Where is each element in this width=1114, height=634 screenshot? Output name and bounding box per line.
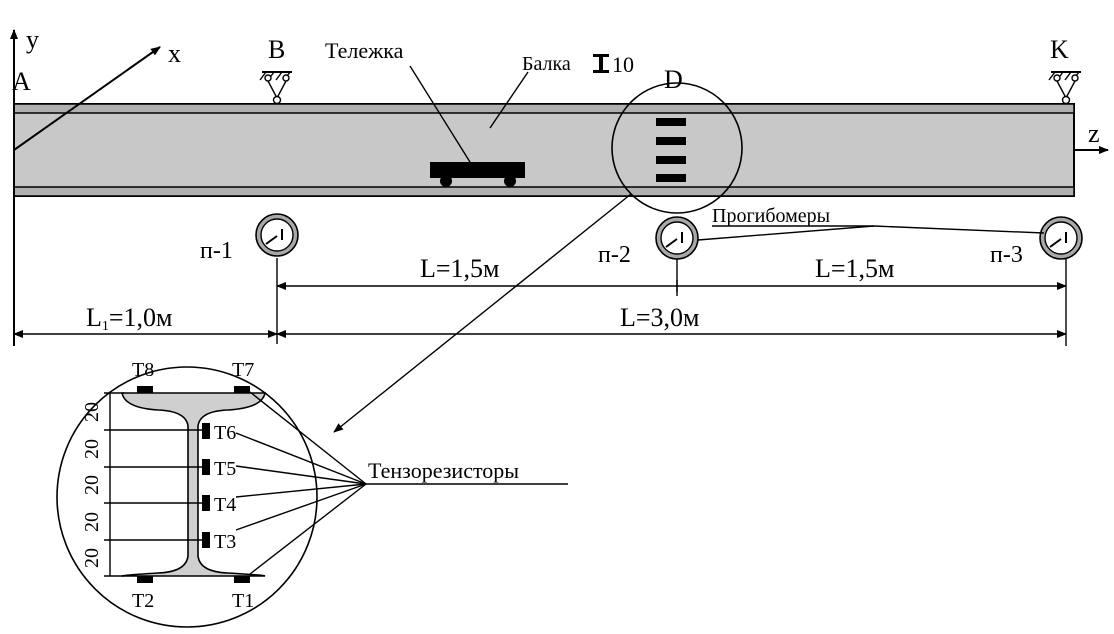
- beam-leader-line: [489, 71, 529, 129]
- sensor-t8-label: T8: [132, 359, 154, 381]
- strain-gauge-leaders: [235, 391, 568, 575]
- sensor-t3-label: T3: [214, 531, 236, 553]
- deflectometers-label: Прогибомеры: [712, 205, 830, 227]
- strain-gauges-on-beam-icon: [656, 118, 686, 182]
- gauge-p3-label: п-3: [990, 242, 1023, 268]
- deflection-gauge-p2-icon: [655, 216, 699, 296]
- beam: [13, 103, 1075, 197]
- support-k-icon: [1048, 71, 1081, 105]
- detail-pointer-arrow: [333, 193, 632, 433]
- deflection-gauge-p3-icon: [1039, 216, 1083, 346]
- section-spacing-1: 20: [81, 402, 103, 422]
- section-detail-circle: [56, 366, 318, 628]
- z-axis-label: z: [1088, 119, 1100, 148]
- gauge-p2-label: п-2: [598, 242, 631, 268]
- beam-label: Балка: [522, 53, 571, 75]
- strain-gauges-label: Тензорезисторы: [368, 458, 519, 483]
- cart-leader-line: [409, 65, 471, 163]
- point-d-label: D: [664, 65, 683, 94]
- section-dimension-chain: [104, 392, 205, 577]
- sensor-t6-label: T6: [214, 422, 236, 444]
- sensor-t8-pad: [137, 386, 153, 393]
- gauge-p1-label: п-1: [200, 238, 233, 264]
- dimension-l-right-label: L=1,5м: [815, 254, 895, 283]
- cart-icon: [430, 162, 525, 187]
- sensor-t7-label: T7: [232, 359, 254, 381]
- section-spacing-3: 20: [81, 475, 103, 495]
- detail-circle-d: [611, 82, 743, 214]
- support-b-icon: [259, 71, 292, 105]
- sensor-t1-label: T1: [232, 590, 254, 612]
- sensor-t6-pad: [202, 423, 210, 439]
- sensor-t5-pad: [202, 459, 210, 475]
- point-a-label: A: [12, 67, 31, 96]
- section-spacing-2: 20: [81, 439, 103, 459]
- sensor-t5-label: T5: [214, 458, 236, 480]
- section-spacing-4: 20: [81, 512, 103, 532]
- sensor-t1-pad: [234, 576, 250, 583]
- point-b-label: B: [268, 35, 285, 64]
- sensor-t3-pad: [202, 532, 210, 548]
- cart-label: Тележка: [325, 38, 404, 63]
- point-k-label: K: [1050, 35, 1069, 64]
- section-spacing-5: 20: [81, 548, 103, 568]
- y-axis-label: y: [26, 25, 39, 54]
- section-sensors: [137, 386, 250, 583]
- sensor-t7-pad: [234, 386, 250, 393]
- i-beam-section: [121, 392, 266, 577]
- x-axis-label: x: [168, 39, 181, 68]
- beam-number-label: 10: [612, 52, 634, 77]
- sensor-t2-label: T2: [132, 590, 154, 612]
- dimension-l-left-label: L=1,5м: [420, 254, 500, 283]
- coordinate-axes: [10, 29, 1109, 346]
- deflectometers-leader-p3: [873, 225, 1045, 234]
- sensor-t4-pad: [202, 495, 210, 511]
- dimension-l1-label: L1=1,0м: [86, 303, 173, 334]
- sensor-t4-label: T4: [214, 494, 236, 516]
- i-beam-symbol-icon: [593, 54, 609, 73]
- deflectometers-leader-p2: [697, 225, 875, 241]
- deflection-gauge-p1-icon: [255, 213, 299, 344]
- x-axis-line: [13, 46, 161, 151]
- dimension-l-total-label: L=3,0м: [620, 303, 700, 332]
- sensor-t2-pad: [137, 576, 153, 583]
